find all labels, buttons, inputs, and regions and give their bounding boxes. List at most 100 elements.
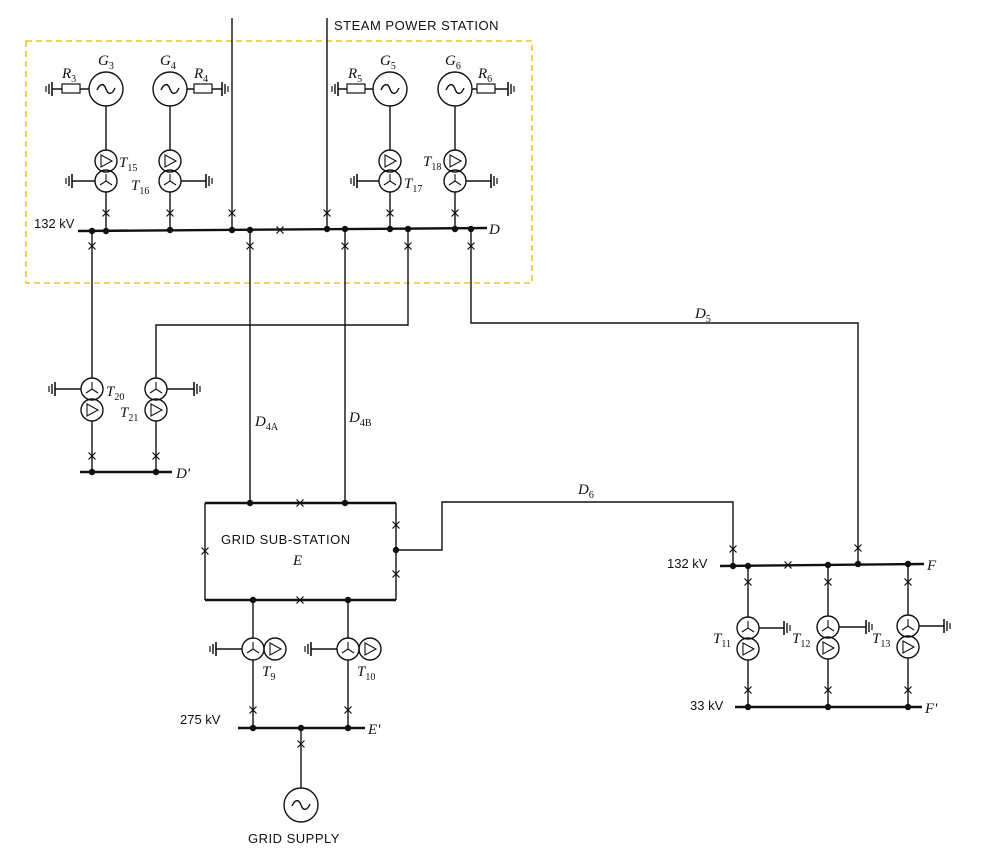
svg-text:T9: T9 [262, 664, 275, 683]
svg-text:D5: D5 [694, 306, 711, 325]
svg-text:R5: R5 [347, 66, 362, 85]
svg-text:D4B: D4B [348, 410, 372, 429]
g6-sub: 6 [456, 61, 461, 72]
t20-letter: T [106, 384, 116, 400]
svg-text:G5: G5 [380, 53, 396, 72]
t17-sub: 17 [412, 184, 422, 195]
voltage-33: 33 kV [690, 698, 724, 713]
bus-dp-label: D' [175, 466, 191, 482]
busbar-f [719, 562, 925, 568]
t15-letter: T [119, 155, 129, 171]
generator-g4: G4 R4 T16 [131, 53, 229, 231]
g3-sub: 3 [109, 61, 114, 72]
t21-sub: 21 [128, 413, 138, 424]
transformer-t21: T21 [120, 377, 201, 472]
svg-text:D4A: D4A [254, 414, 279, 433]
svg-text:R3: R3 [61, 66, 76, 85]
d6-letter: D [577, 482, 589, 498]
transformer-t9: T9 [209, 600, 287, 728]
t10-sub: 10 [365, 672, 375, 683]
d5-letter: D [694, 306, 706, 322]
r4-sub: 4 [203, 74, 208, 85]
svg-text:R4: R4 [193, 66, 208, 85]
t18-letter: T [423, 154, 433, 170]
substation-title: GRID SUB-STATION [221, 532, 351, 547]
voltage-132-f: 132 kV [667, 556, 708, 571]
t20-sub: 20 [114, 392, 124, 403]
t16-sub: 16 [139, 186, 149, 197]
d4a-sub: 4A [266, 422, 279, 433]
t16-letter: T [131, 178, 141, 194]
d5-sub: 5 [706, 314, 711, 325]
g5-letter: G [380, 53, 391, 69]
d6-sub: 6 [589, 490, 594, 501]
transformer-t11: T11 [713, 566, 791, 707]
generator-g6: G6 R6 T18 [423, 53, 515, 229]
g5-sub: 5 [391, 61, 396, 72]
station-boundary [25, 40, 533, 284]
bus-fp-label: F' [924, 701, 938, 717]
transformer-t13: T13 [872, 564, 951, 707]
r3-sub: 3 [71, 74, 76, 85]
svg-text:G4: G4 [160, 53, 176, 72]
svg-text:G6: G6 [445, 53, 461, 72]
svg-text:T21: T21 [120, 405, 138, 424]
t9-letter: T [262, 664, 272, 680]
t17-letter: T [404, 176, 414, 192]
line-d6 [396, 501, 734, 566]
svg-text:D6: D6 [577, 482, 594, 501]
voltage-275: 275 kV [180, 712, 221, 727]
grid-supply-label: GRID SUPPLY [248, 831, 340, 846]
svg-text:T12: T12 [792, 631, 810, 650]
r3-letter: R [61, 66, 71, 82]
t15-sub: 15 [127, 163, 137, 174]
g6-letter: G [445, 53, 456, 69]
t11-letter: T [713, 631, 723, 647]
voltage-132-d: 132 kV [34, 216, 75, 231]
svg-text:T11: T11 [713, 631, 731, 650]
g3-letter: G [98, 53, 109, 69]
g4-sub: 4 [171, 61, 176, 72]
t11-sub: 11 [721, 639, 731, 650]
r5-sub: 5 [357, 74, 362, 85]
t13-sub: 13 [880, 639, 890, 650]
d4b-sub: 4B [360, 418, 372, 429]
station-title: STEAM POWER STATION [334, 18, 499, 33]
r5-letter: R [347, 66, 357, 82]
grid-substation-ring [200, 498, 401, 605]
grid-supply-generator [283, 787, 319, 823]
bus-d-label: D [488, 222, 500, 238]
svg-text:T17: T17 [404, 176, 422, 195]
svg-text:T13: T13 [872, 631, 890, 650]
t13-letter: T [872, 631, 882, 647]
line-d5 [470, 229, 859, 564]
busbar-d [77, 226, 488, 233]
transformer-t20: T20 [48, 377, 124, 472]
transformer-t12: T12 [792, 565, 873, 707]
svg-text:T10: T10 [357, 664, 375, 683]
svg-text:T20: T20 [106, 384, 124, 403]
t21-letter: T [120, 405, 130, 421]
t18-sub: 18 [431, 162, 441, 173]
svg-text:T18: T18 [423, 154, 441, 173]
r6-letter: R [477, 66, 487, 82]
t12-letter: T [792, 631, 802, 647]
g4-letter: G [160, 53, 171, 69]
bus-ep-label: E' [367, 722, 381, 738]
r6-sub: 6 [487, 74, 492, 85]
d4b-letter: D [348, 410, 360, 426]
t9-sub: 9 [270, 672, 275, 683]
generator-g3: G3 R3 T15 [45, 53, 137, 231]
generator-g5: G5 R5 T17 [331, 53, 422, 229]
t12-sub: 12 [800, 639, 810, 650]
svg-text:G3: G3 [98, 53, 114, 72]
d4a-letter: D [254, 414, 266, 430]
svg-text:T15: T15 [119, 155, 137, 174]
svg-text:R6: R6 [477, 66, 492, 85]
bus-f-label: F [926, 558, 937, 574]
t10-letter: T [357, 664, 367, 680]
r4-letter: R [193, 66, 203, 82]
substation-letter: E [292, 553, 302, 569]
transformer-t10: T10 [304, 600, 382, 728]
